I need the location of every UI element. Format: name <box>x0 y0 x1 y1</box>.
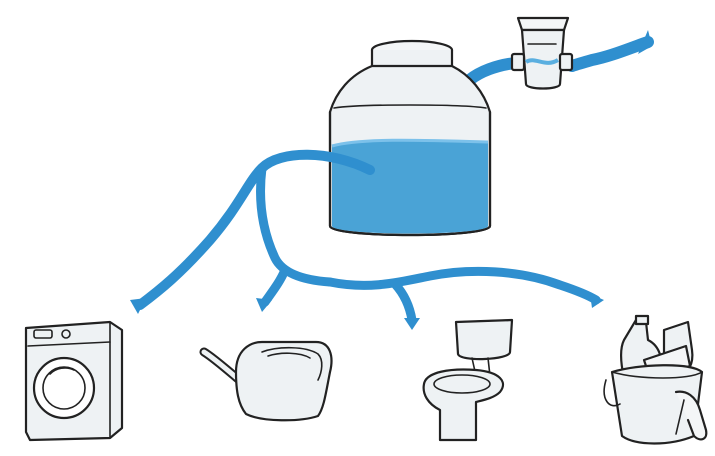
branch-stream <box>261 168 330 282</box>
water-tank-icon <box>330 41 490 235</box>
watering-can-stream <box>265 270 285 302</box>
toilet-stream <box>395 284 412 320</box>
toilet-icon <box>424 320 512 440</box>
inflow-stream <box>572 42 648 66</box>
rain-filter-icon <box>512 18 572 89</box>
right-main-stream <box>330 271 596 300</box>
tank-water <box>332 140 488 233</box>
washing-machine-icon <box>26 322 122 440</box>
cleaning-bucket-icon <box>604 316 706 444</box>
watering-can-icon <box>204 342 331 420</box>
